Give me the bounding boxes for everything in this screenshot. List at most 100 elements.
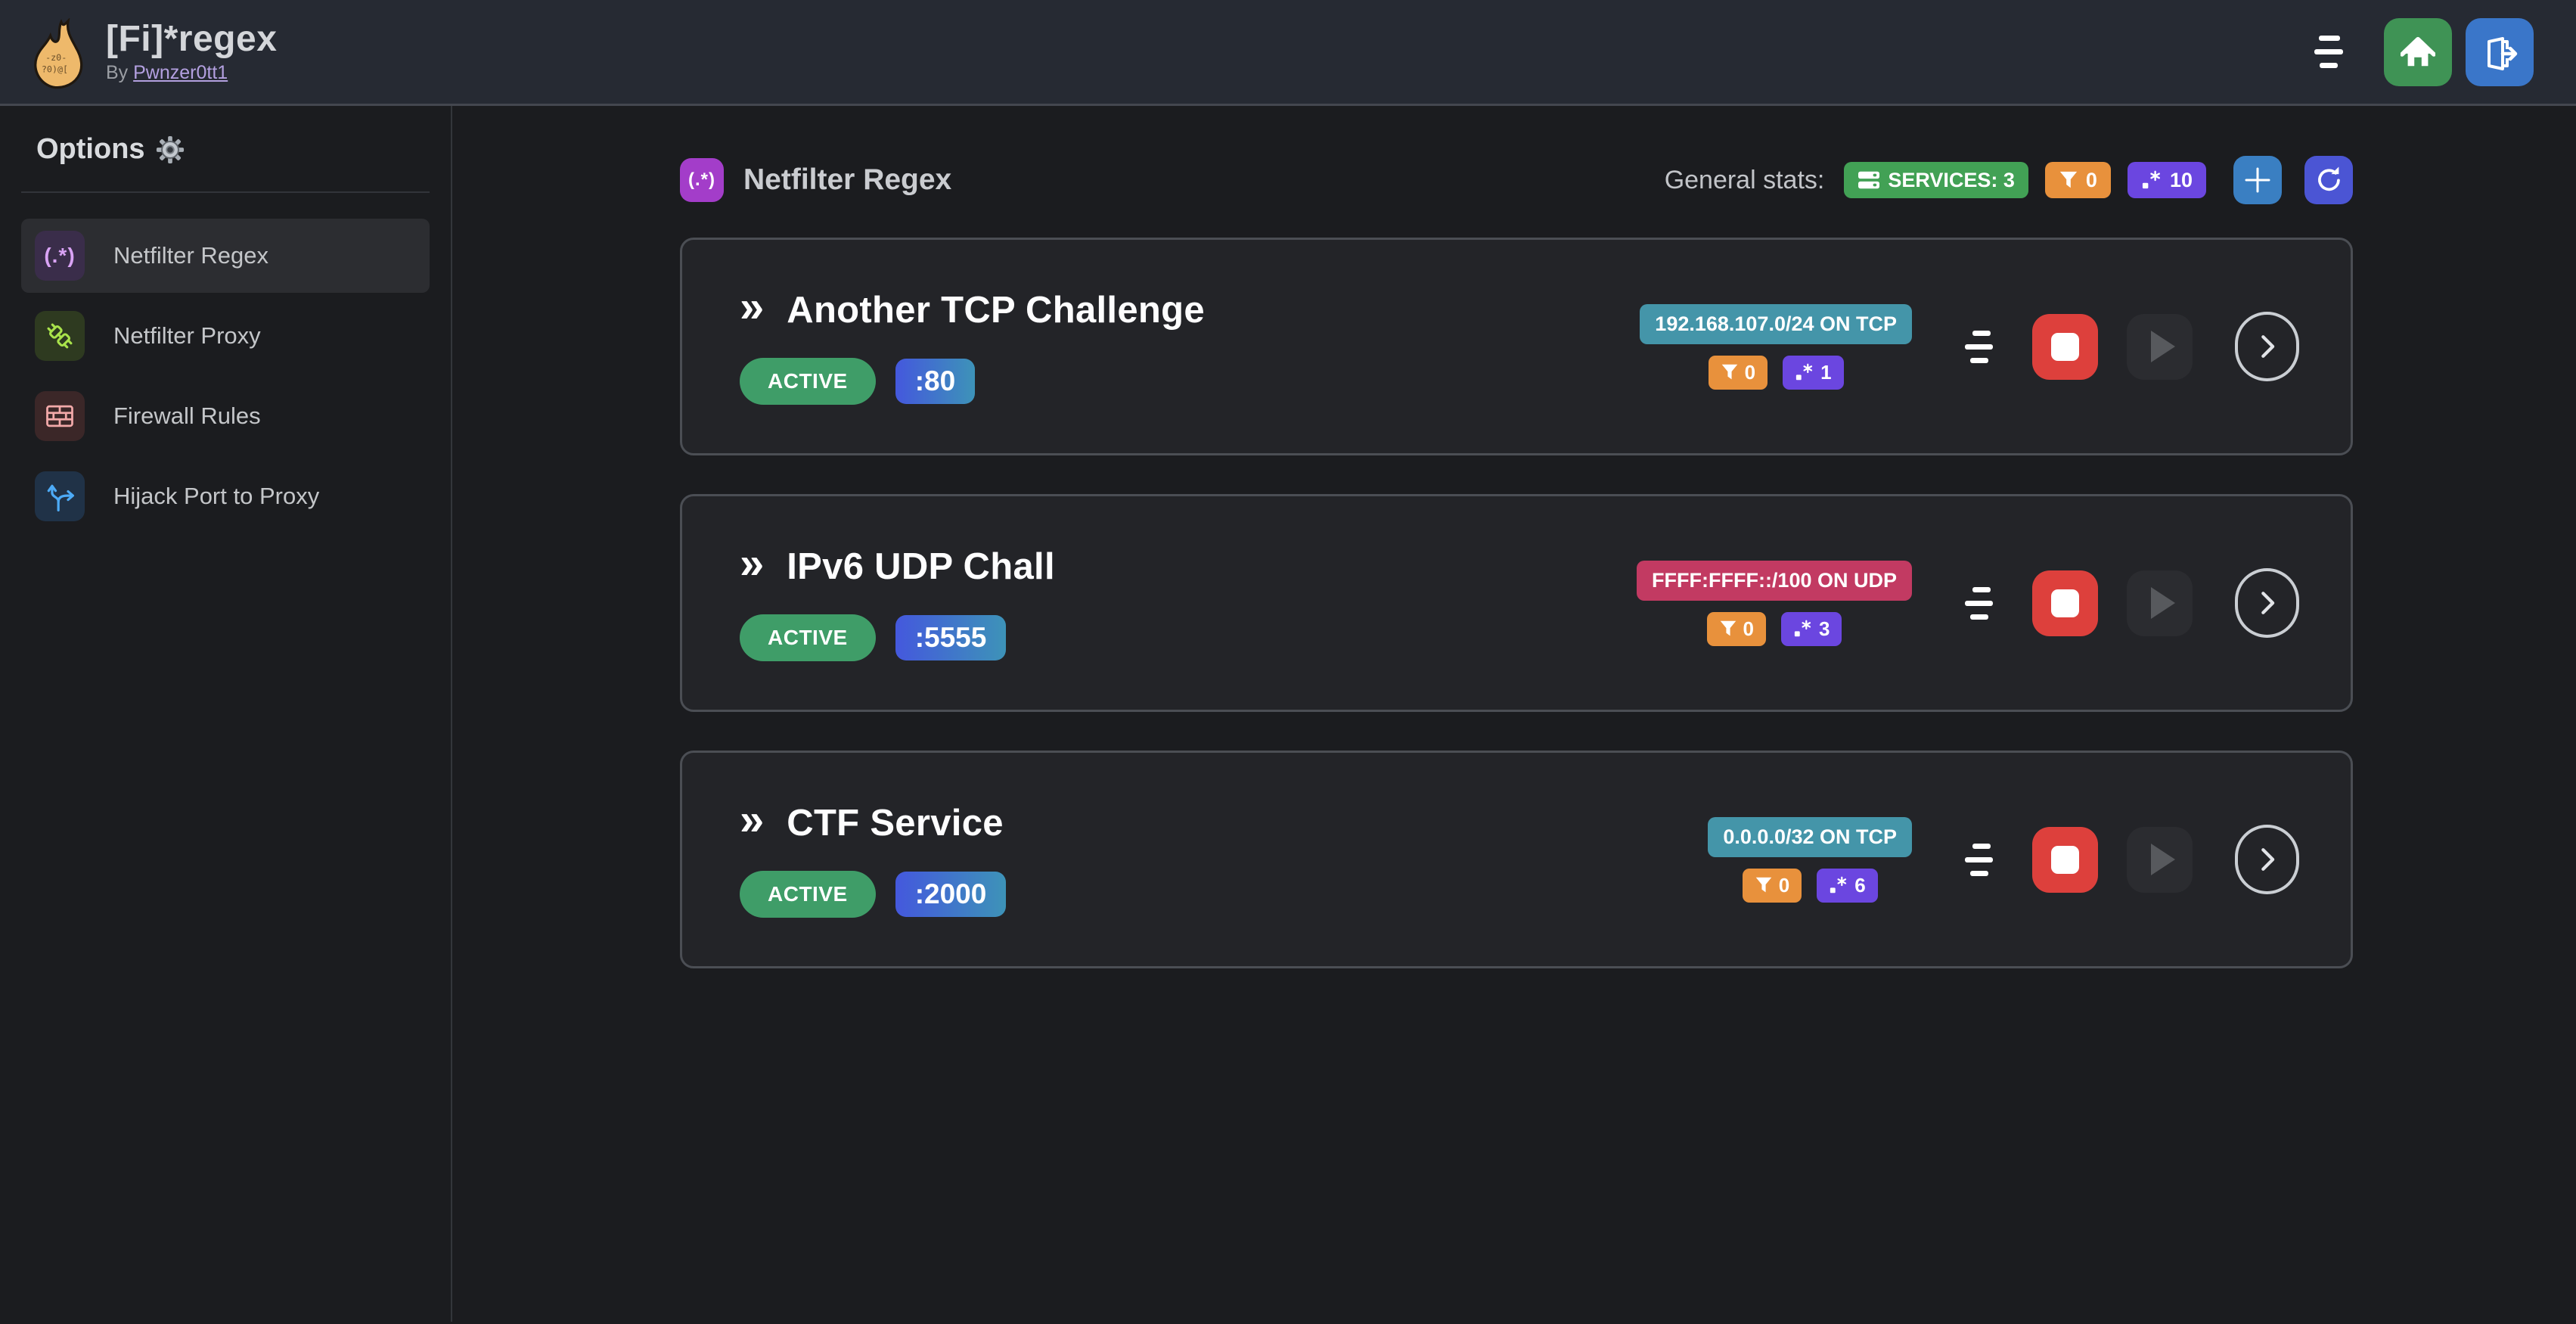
status-badge: ACTIVE xyxy=(740,358,876,405)
status-badge: ACTIVE xyxy=(740,614,876,661)
filtered-mini-badge: 0 xyxy=(1708,355,1768,390)
byline: By Pwnzer0tt1 xyxy=(106,62,277,84)
split-arrows-icon xyxy=(35,471,85,521)
server-icon xyxy=(1858,171,1880,189)
sidebar-item-label: Netfilter Proxy xyxy=(113,322,261,349)
card-left: » Another TCP Challenge ACTIVE :80 xyxy=(740,282,1205,405)
regex-mini-icon xyxy=(1795,363,1813,381)
filtered-count-badge: 0 xyxy=(2044,162,2111,198)
regex-mini-icon xyxy=(1794,620,1811,637)
stop-button[interactable] xyxy=(2032,570,2098,636)
refresh-button[interactable] xyxy=(2304,156,2353,204)
firewall-bricks-icon xyxy=(35,391,85,441)
card-left: » IPv6 UDP Chall ACTIVE :5555 xyxy=(740,539,1055,661)
drag-menu-icon[interactable] xyxy=(1959,325,1999,369)
net-stats: 0.0.0.0/32 ON TCP 0 6 xyxy=(1708,816,1912,903)
play-button[interactable] xyxy=(2127,570,2193,636)
play-icon xyxy=(2150,844,2175,875)
general-stats: General stats: SERVICES: 3 xyxy=(1665,156,2353,204)
open-service-button[interactable] xyxy=(2235,825,2299,894)
sidebar-item-label: Hijack Port to Proxy xyxy=(113,483,320,509)
card-right: 192.168.107.0/24 ON TCP 0 1 xyxy=(1640,303,2299,390)
menu-burger-icon[interactable] xyxy=(2307,28,2351,76)
funnel-icon xyxy=(2059,171,2078,188)
stats-label: General stats: xyxy=(1664,165,1825,194)
page-layout: Options (.*) Netfilter Regex xyxy=(0,106,2576,1322)
regex-mini-icon xyxy=(2142,170,2160,189)
sidebar-item-netfilter-regex[interactable]: (.*) Netfilter Regex xyxy=(21,219,430,293)
card-right: FFFF:FFFF::/100 ON UDP 0 3 xyxy=(1637,560,2299,646)
stop-button[interactable] xyxy=(2032,313,2098,380)
sidebar-item-firewall-rules[interactable]: Firewall Rules xyxy=(21,379,430,453)
plus-icon xyxy=(2245,167,2270,193)
content-header: (.*) Netfilter Regex General stats: SERV… xyxy=(680,156,2353,204)
home-button[interactable] xyxy=(2384,17,2452,86)
svg-text:-z0-: -z0- xyxy=(45,51,67,62)
regex-mini-badge: 6 xyxy=(1817,868,1878,903)
play-icon xyxy=(2150,587,2175,619)
service-name: IPv6 UDP Chall xyxy=(787,546,1055,587)
double-chevron-icon: » xyxy=(740,795,765,844)
by-label: By xyxy=(106,62,134,84)
funnel-icon xyxy=(1721,364,1737,380)
drag-menu-icon[interactable] xyxy=(1959,838,1999,882)
options-heading: Options xyxy=(21,133,430,166)
open-service-button[interactable] xyxy=(2235,312,2299,381)
sidebar-divider xyxy=(21,191,430,193)
sidebar-nav: (.*) Netfilter Regex Netfilte xyxy=(21,219,430,533)
chevron-right-icon xyxy=(2261,848,2274,871)
open-service-button[interactable] xyxy=(2235,568,2299,638)
sidebar-item-netfilter-proxy[interactable]: Netfilter Proxy xyxy=(21,299,430,373)
regex-chip-icon: (.*) xyxy=(680,158,724,202)
flame-logo-icon: -z0- ?0)@[ xyxy=(34,17,83,89)
card-left: » CTF Service ACTIVE :2000 xyxy=(740,795,1007,918)
service-cards: » Another TCP Challenge ACTIVE :80 192.1… xyxy=(680,238,2353,968)
sidebar-item-label: Netfilter Regex xyxy=(113,242,269,269)
regex-count-badge: 10 xyxy=(2127,162,2206,198)
svg-text:?0)@[: ?0)@[ xyxy=(42,64,68,74)
status-badge: ACTIVE xyxy=(740,871,876,918)
service-name: Another TCP Challenge xyxy=(787,290,1205,331)
app-title: [Fi]*regex xyxy=(106,18,278,59)
chevron-right-icon xyxy=(2261,592,2274,614)
regex-mini-icon xyxy=(1830,876,1847,894)
logout-button[interactable] xyxy=(2466,17,2534,86)
refresh-icon xyxy=(2318,166,2340,191)
gear-icon xyxy=(156,135,184,163)
brand-text: [Fi]*regex By Pwnzer0tt1 xyxy=(106,18,278,85)
service-card: » Another TCP Challenge ACTIVE :80 192.1… xyxy=(680,238,2353,455)
port-badge: :5555 xyxy=(895,615,1007,660)
services-count-badge: SERVICES: 3 xyxy=(1844,162,2028,198)
regex-mini-badge: 3 xyxy=(1781,611,1842,646)
add-service-button[interactable] xyxy=(2233,156,2282,204)
cidr-badge: FFFF:FFFF::/100 ON UDP xyxy=(1637,560,1912,601)
double-chevron-icon: » xyxy=(740,539,765,588)
topbar-actions xyxy=(2307,17,2534,86)
author-link[interactable]: Pwnzer0tt1 xyxy=(133,62,228,84)
stop-button[interactable] xyxy=(2032,826,2098,893)
brand: -z0- ?0)@[ [Fi]*regex By Pwnzer0tt1 xyxy=(29,14,277,91)
service-card: » IPv6 UDP Chall ACTIVE :5555 FFFF:FFFF:… xyxy=(680,494,2353,712)
play-button[interactable] xyxy=(2127,313,2193,380)
filtered-mini-badge: 0 xyxy=(1742,868,1802,903)
net-stats: FFFF:FFFF::/100 ON UDP 0 3 xyxy=(1637,560,1912,646)
funnel-icon xyxy=(1720,620,1736,636)
sidebar-item-hijack-port[interactable]: Hijack Port to Proxy xyxy=(21,459,430,533)
home-icon xyxy=(2401,36,2435,66)
service-card: » CTF Service ACTIVE :2000 0.0.0.0/32 ON… xyxy=(680,751,2353,968)
port-badge: :2000 xyxy=(895,872,1007,917)
drag-menu-icon[interactable] xyxy=(1959,581,1999,626)
play-icon xyxy=(2150,331,2175,362)
funnel-icon xyxy=(1755,877,1772,893)
stop-icon xyxy=(2051,845,2079,874)
regex-icon: (.*) xyxy=(35,231,85,281)
header-left: (.*) Netfilter Regex xyxy=(680,158,951,202)
plug-icon xyxy=(35,311,85,361)
page-title: Netfilter Regex xyxy=(743,163,952,196)
double-chevron-icon: » xyxy=(740,282,765,331)
cidr-badge: 192.168.107.0/24 ON TCP xyxy=(1640,303,1912,344)
play-button[interactable] xyxy=(2127,826,2193,893)
net-stats: 192.168.107.0/24 ON TCP 0 1 xyxy=(1640,303,1912,390)
cidr-badge: 0.0.0.0/32 ON TCP xyxy=(1708,816,1912,857)
main-content: (.*) Netfilter Regex General stats: SERV… xyxy=(452,106,2576,1322)
